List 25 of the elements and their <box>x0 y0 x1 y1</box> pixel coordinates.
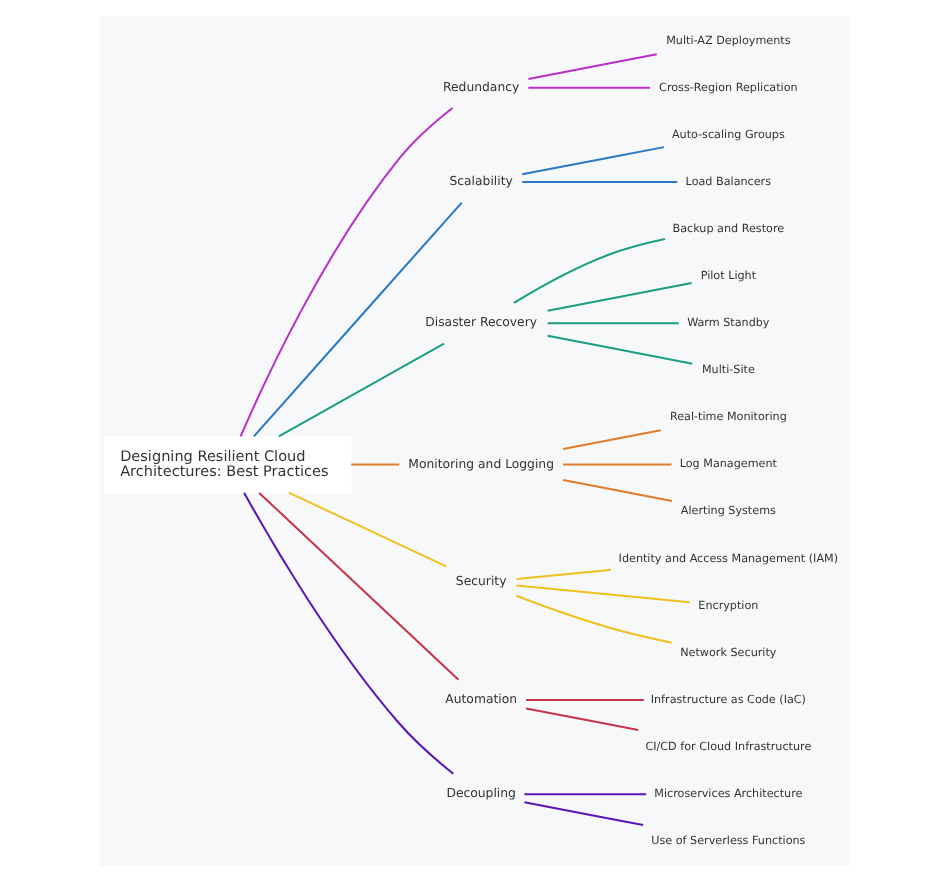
connector <box>546 334 692 365</box>
connector <box>512 238 665 304</box>
connector <box>515 584 689 604</box>
connector <box>524 707 638 731</box>
connector <box>252 201 462 438</box>
connector <box>562 463 671 466</box>
connector <box>350 463 399 466</box>
connector <box>523 801 643 827</box>
connector <box>521 181 677 184</box>
connector <box>242 492 453 775</box>
connector <box>523 793 646 796</box>
connector <box>527 53 656 80</box>
connector <box>561 429 660 450</box>
connector <box>546 322 678 325</box>
connector <box>527 86 650 89</box>
connector <box>515 568 611 580</box>
connector <box>277 342 444 438</box>
connector <box>546 282 691 312</box>
connector <box>515 594 671 644</box>
connector <box>561 479 672 502</box>
connector <box>525 698 643 701</box>
connector <box>238 107 453 437</box>
connector <box>521 146 664 176</box>
connector <box>257 492 459 681</box>
connector <box>287 491 446 568</box>
